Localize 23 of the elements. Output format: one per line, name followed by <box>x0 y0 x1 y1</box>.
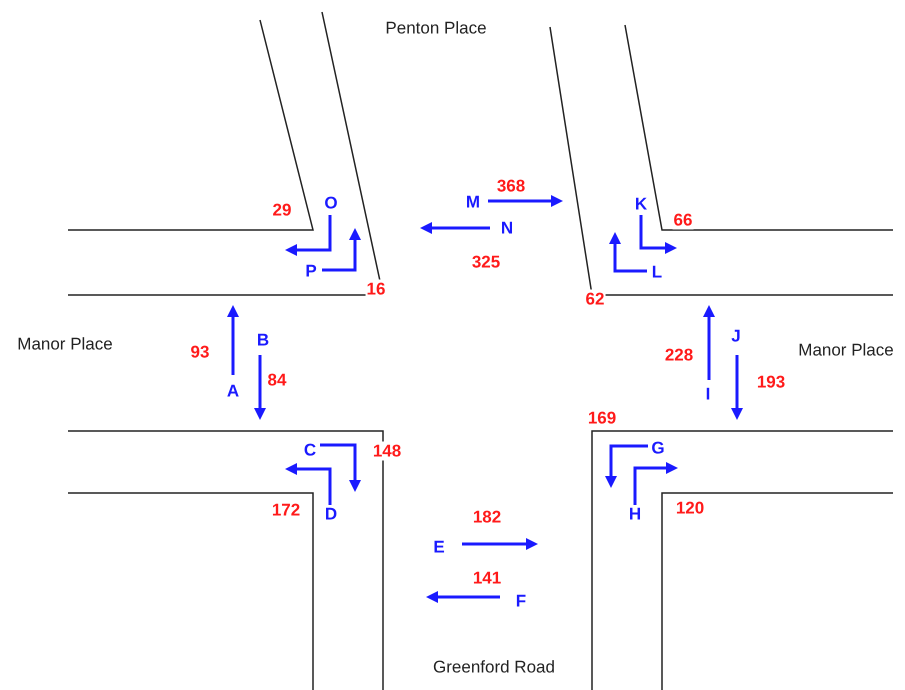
movement-letter: B <box>256 332 270 348</box>
movement-letter: O <box>324 194 338 212</box>
traffic-count: 16 <box>366 280 386 298</box>
street-name: Penton Place <box>385 20 487 36</box>
movement-letter: F <box>516 592 526 610</box>
movement-letter: J <box>731 328 741 344</box>
traffic-count: 148 <box>372 442 402 460</box>
movement-letter: A <box>226 382 240 400</box>
movement-letter: K <box>634 196 648 212</box>
traffic-count: 66 <box>672 210 694 230</box>
movement-letter: E <box>433 538 445 556</box>
movement-letter: I <box>706 386 710 402</box>
movement-letter: G <box>651 440 665 456</box>
street-name: Manor Place <box>798 342 894 358</box>
movement-letter: N <box>500 220 514 236</box>
movement-letter: D <box>324 506 338 522</box>
street-name: Greenford Road <box>433 658 555 676</box>
movement-letter: P <box>305 262 317 280</box>
movement-letter: L <box>652 264 662 280</box>
movement-letter: H <box>628 506 642 522</box>
movement-letter: M <box>466 194 480 210</box>
street-name: Manor Place <box>17 336 113 352</box>
movement-letter: C <box>304 442 316 458</box>
